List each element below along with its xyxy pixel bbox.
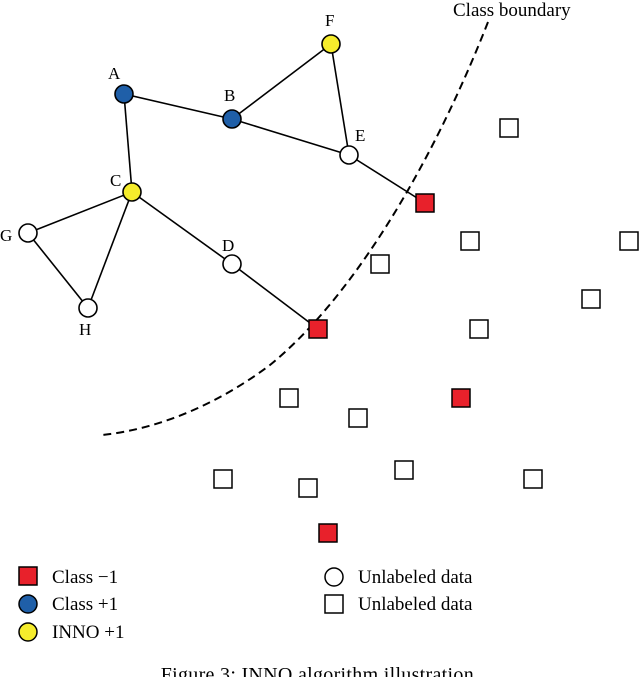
class-neg-square xyxy=(451,388,471,408)
edge-g-h xyxy=(27,232,89,309)
legend-class-pos-swatch xyxy=(18,594,38,614)
class-neg-square xyxy=(308,319,328,339)
unlabeled-square xyxy=(348,408,368,428)
graph-nodes xyxy=(18,34,359,318)
edge-a-b xyxy=(123,93,233,120)
legend-class-neg-label: Class −1 xyxy=(52,567,118,588)
node-g xyxy=(18,223,38,243)
caption-clip: Figure 3: INNO algorithm illustration. xyxy=(0,662,640,677)
figure-caption: Figure 3: INNO algorithm illustration. xyxy=(160,664,480,677)
node-label-d: D xyxy=(222,236,234,255)
node-e xyxy=(339,145,359,165)
legend-inno-label: INNO +1 xyxy=(52,622,124,643)
unlabeled-square xyxy=(581,289,601,309)
node-label-f: F xyxy=(325,11,334,30)
node-f xyxy=(321,34,341,54)
class-neg-square xyxy=(415,193,435,213)
node-label-b: B xyxy=(224,86,235,105)
unlabeled-square xyxy=(394,460,414,480)
edge-f-e xyxy=(330,43,350,156)
unlabeled-square xyxy=(469,319,489,339)
unlabeled-square xyxy=(298,478,318,498)
node-label-h: H xyxy=(79,320,91,339)
unlabeled-square xyxy=(619,231,639,251)
edge-c-g xyxy=(27,191,133,234)
node-label-c: C xyxy=(110,171,121,190)
edge-c-d xyxy=(131,191,233,265)
edge-e-square xyxy=(348,154,426,204)
legend-unlabeled-circle-label: Unlabeled data xyxy=(358,567,473,588)
legend-unlabeled-square-swatch xyxy=(324,594,344,614)
node-label-g: G xyxy=(0,226,12,245)
node-labels: A B C D E F G H xyxy=(0,11,365,339)
legend-class-pos-label: Class +1 xyxy=(52,594,118,615)
legend-unlabeled-square-label: Unlabeled data xyxy=(358,594,473,615)
class-neg-squares xyxy=(308,193,471,543)
class-neg-square xyxy=(318,523,338,543)
edge-b-f xyxy=(231,43,332,120)
class-boundary-label: Class boundary xyxy=(453,0,571,21)
edge-a-c xyxy=(123,93,133,193)
legend: Class −1 Class +1 INNO +1 Unlabeled data… xyxy=(18,566,473,643)
unlabeled-square xyxy=(370,254,390,274)
edge-b-e xyxy=(231,118,350,156)
node-label-e: E xyxy=(355,126,365,145)
class-boundary-curve xyxy=(101,21,489,436)
unlabeled-squares xyxy=(213,118,639,498)
node-h xyxy=(78,298,98,318)
legend-class-neg-swatch xyxy=(18,566,38,586)
node-label-a: A xyxy=(108,64,121,83)
edge-d-square xyxy=(231,263,319,330)
unlabeled-square xyxy=(460,231,480,251)
unlabeled-square xyxy=(499,118,519,138)
graph-edges xyxy=(27,43,426,330)
unlabeled-square xyxy=(279,388,299,408)
node-d xyxy=(222,254,242,274)
unlabeled-square xyxy=(213,469,233,489)
legend-unlabeled-circle-swatch xyxy=(324,567,344,587)
unlabeled-square xyxy=(523,469,543,489)
node-a xyxy=(114,84,134,104)
legend-inno-swatch xyxy=(18,622,38,642)
node-c xyxy=(122,182,142,202)
edge-c-h xyxy=(87,191,133,309)
node-b xyxy=(222,109,242,129)
